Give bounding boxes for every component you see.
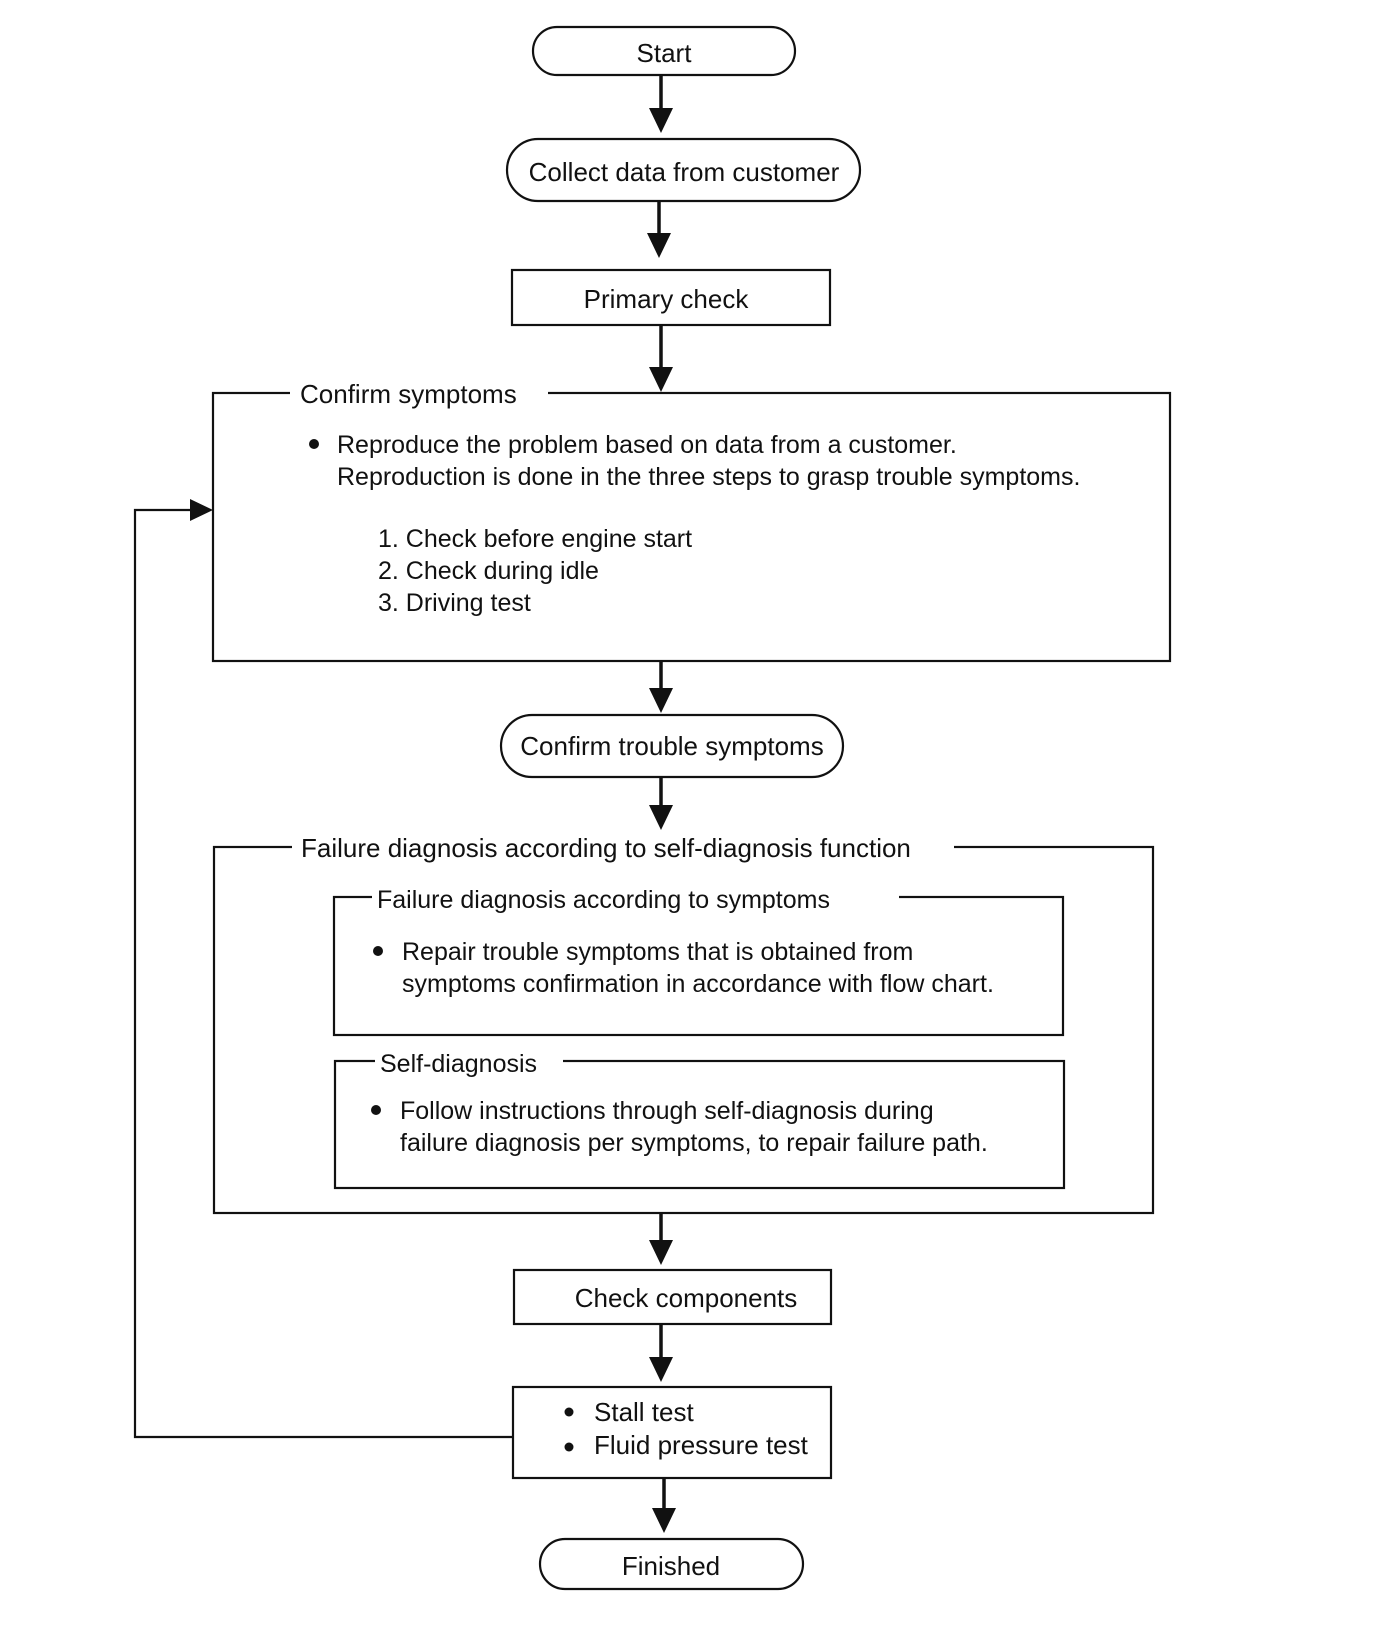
confirm-symptoms-title: Confirm symptoms	[300, 379, 517, 409]
primary-check-label: Primary check	[584, 284, 750, 314]
diagnosis-by-symptoms-title: Failure diagnosis according to symptoms	[377, 886, 830, 914]
arrow-to-finished	[652, 1478, 676, 1533]
check-components-label: Check components	[575, 1283, 798, 1313]
self-diagnosis-title: Self-diagnosis	[380, 1050, 537, 1078]
test-item: Stall test	[594, 1397, 694, 1427]
arrow-to-check-components	[649, 1213, 673, 1265]
bullet-icon	[309, 439, 319, 449]
self-diagnosis-frame	[333, 1059, 1066, 1190]
test-item: Fluid pressure test	[594, 1430, 809, 1460]
arrow-to-confirm-trouble	[649, 661, 673, 713]
bullet-icon	[373, 946, 383, 956]
step-item: 3. Driving test	[378, 589, 531, 617]
bullet-icon	[564, 1442, 574, 1452]
failure-diagnosis-title: Failure diagnosis according to self-diag…	[301, 833, 911, 863]
diagnosis-by-symptoms-frame	[332, 895, 1065, 1037]
arrow-start-to-collect	[649, 75, 673, 133]
step-item: 2. Check during idle	[378, 557, 599, 585]
tests-node	[511, 1385, 833, 1480]
finished-node	[538, 1537, 805, 1591]
loop-back-arrow	[133, 499, 513, 1439]
arrow-to-tests	[649, 1324, 673, 1382]
arrow-to-failure-diagnosis	[649, 777, 673, 830]
diagnosis-by-symptoms-text-line1: Repair trouble symptoms that is obtained…	[402, 938, 913, 966]
confirm-trouble-node	[499, 713, 845, 779]
diagnosis-by-symptoms-text-line2: symptoms confirmation in accordance with…	[402, 970, 994, 998]
confirm-symptoms-frame	[211, 391, 1172, 663]
step-item: 1. Check before engine start	[378, 525, 692, 553]
check-components-node	[512, 1268, 833, 1326]
finished-label: Finished	[622, 1551, 720, 1581]
confirm-trouble-label: Confirm trouble symptoms	[520, 731, 823, 761]
start-node	[531, 25, 797, 77]
primary-check-node	[510, 268, 832, 327]
self-diagnosis-text-line2: failure diagnosis per symptoms, to repai…	[400, 1129, 988, 1157]
arrow-collect-to-primary	[647, 201, 671, 258]
confirm-symptoms-text-line1: Reproduce the problem based on data from…	[337, 431, 957, 459]
confirm-symptoms-text-line2: Reproduction is done in the three steps …	[337, 463, 1080, 491]
self-diagnosis-text-line1: Follow instructions through self-diagnos…	[400, 1097, 934, 1125]
start-label: Start	[637, 38, 693, 68]
arrow-primary-to-confirm-symptoms	[649, 325, 673, 392]
bullet-icon	[371, 1105, 381, 1115]
collect-data-label: Collect data from customer	[529, 157, 840, 187]
collect-data-node	[505, 137, 862, 203]
bullet-icon	[564, 1407, 574, 1417]
